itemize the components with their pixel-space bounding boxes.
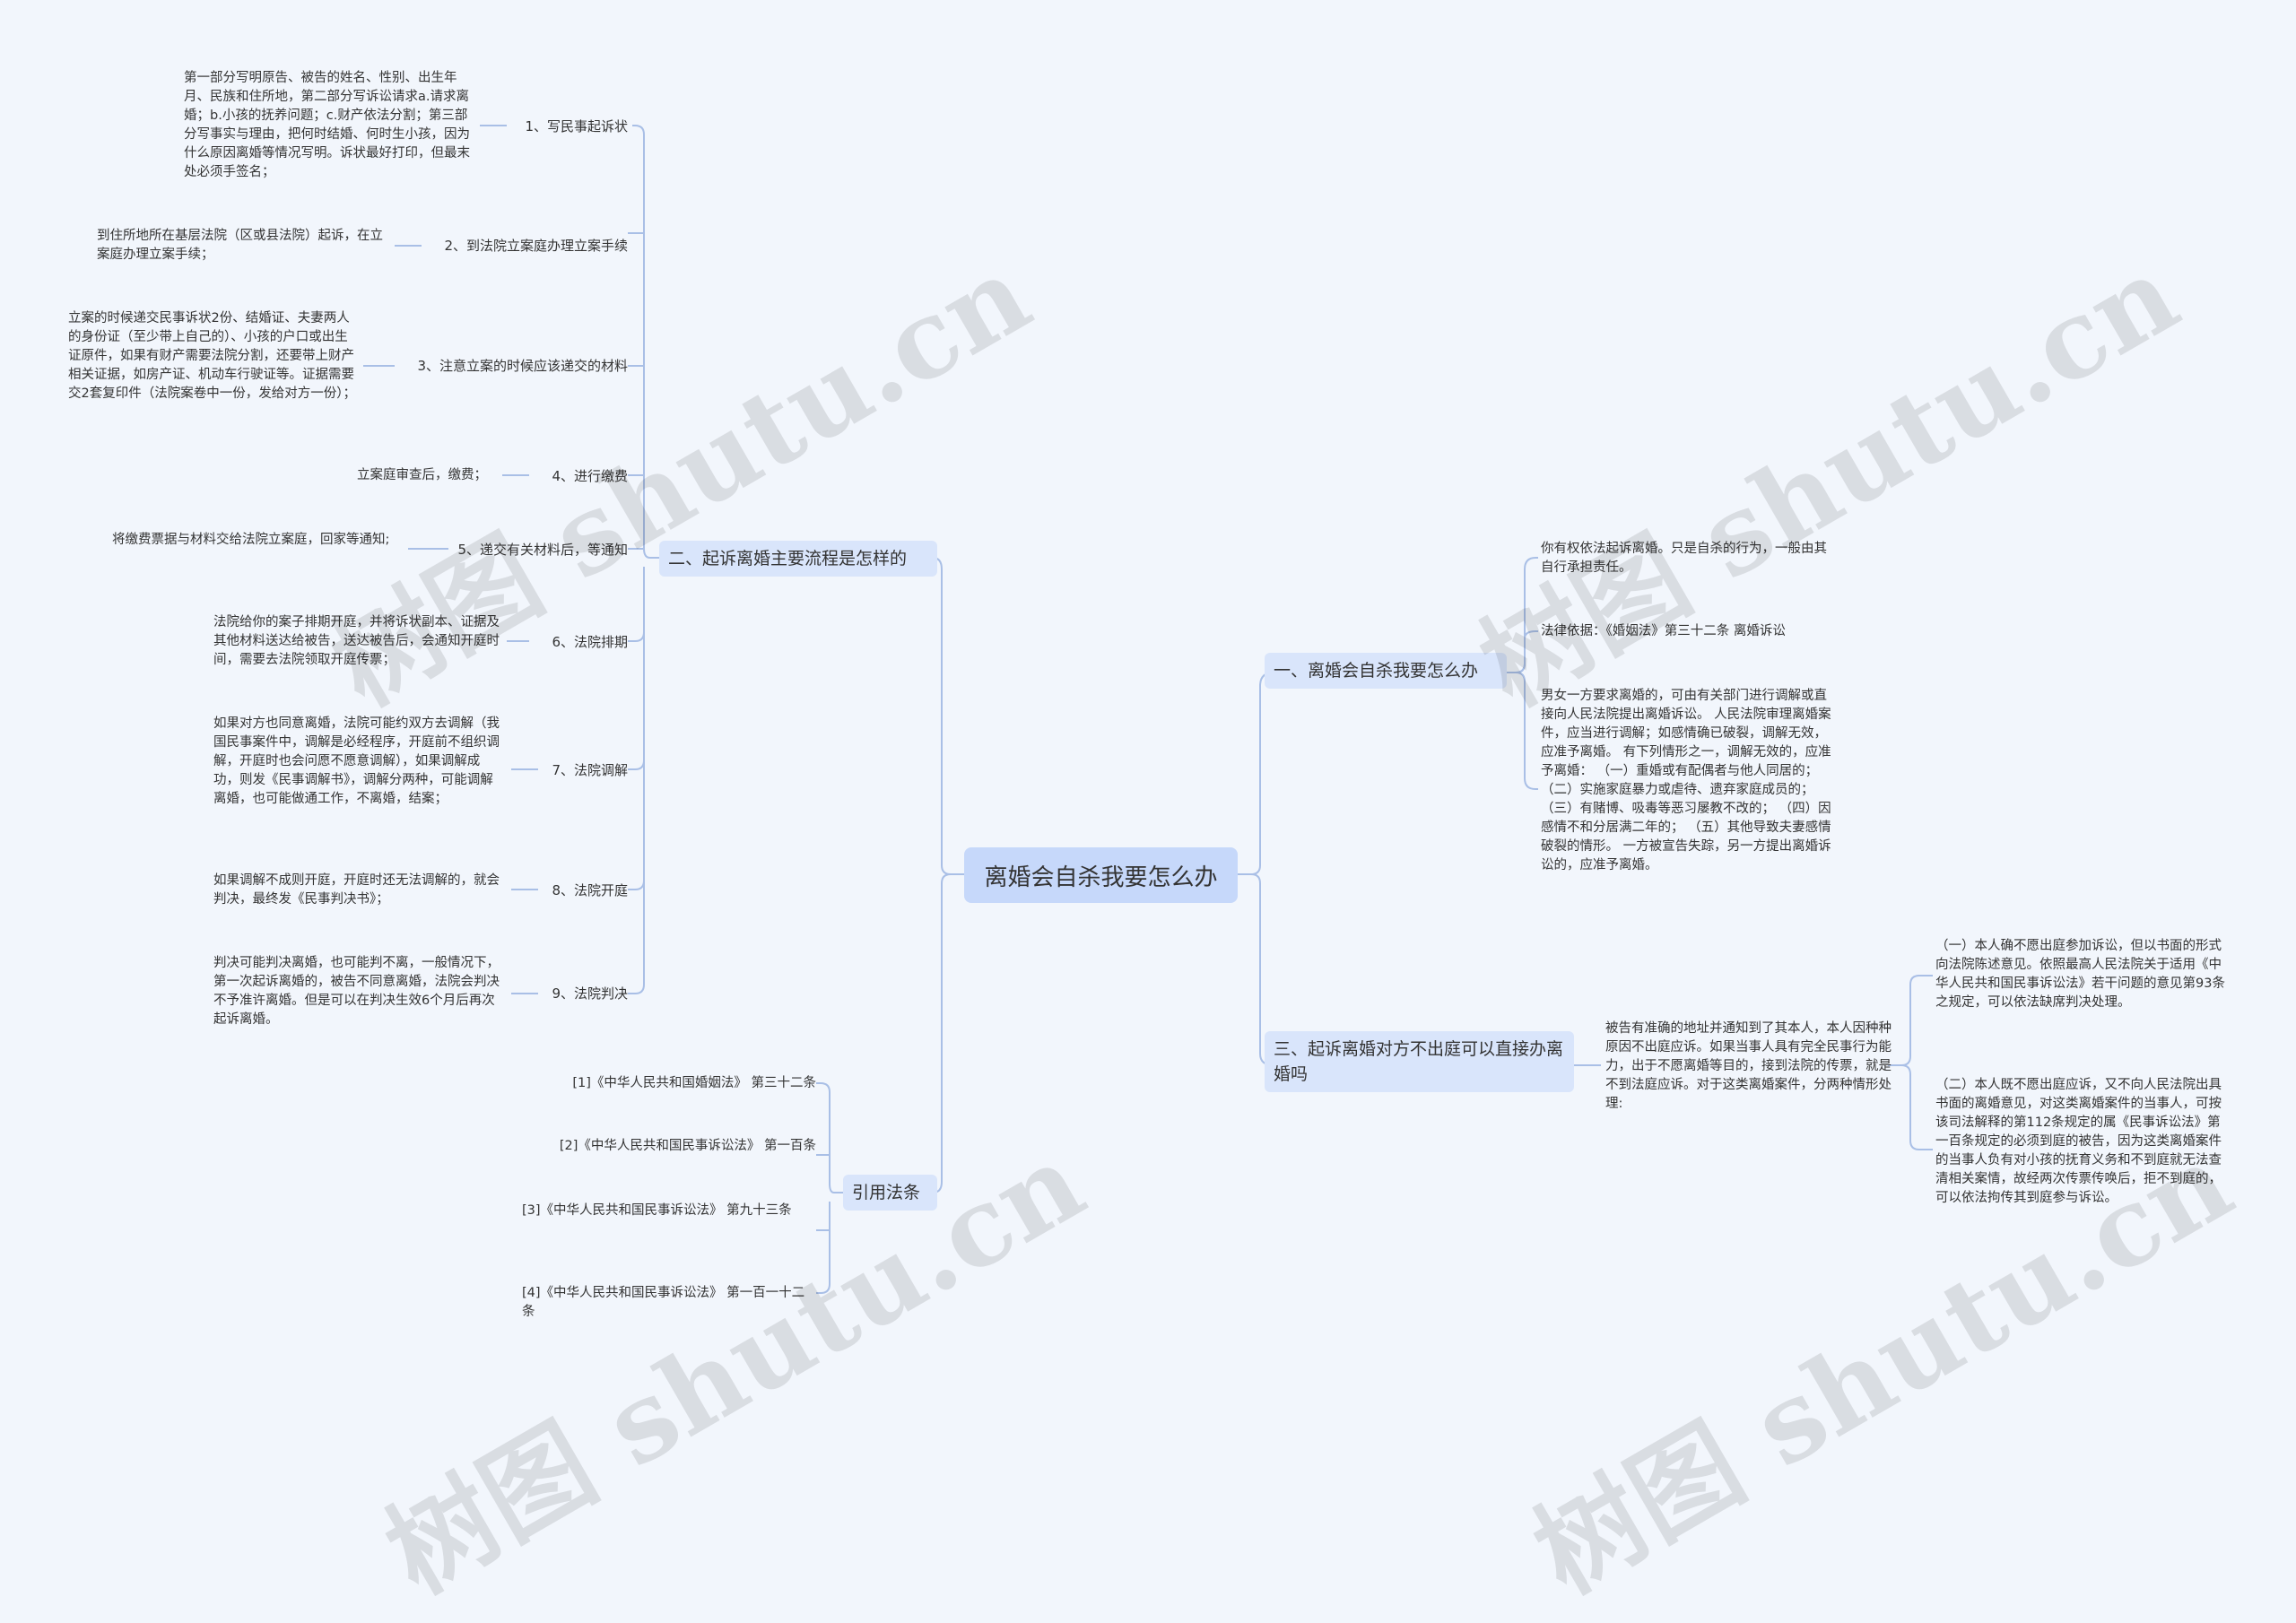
step-3-label[interactable]: 3、注意立案的时候应该递交的材料 (417, 358, 628, 374)
branch-absent-defendant[interactable]: 三、起诉离婚对方不出庭可以直接办离婚吗 (1265, 1031, 1574, 1092)
branch-divorce-procedure[interactable]: 二、起诉离婚主要流程是怎样的 (659, 541, 937, 577)
b1-text-article: 男女一方要求离婚的，可由有关部门进行调解或直接向人民法院提出离婚诉讼。 人民法院… (1541, 689, 1831, 872)
law-ref-4: [4]《中华人民共和国民事诉讼法》 第一百一十二条 (522, 1286, 805, 1319)
law-ref-2: [2]《中华人民共和国民事诉讼法》 第一百条 (559, 1139, 816, 1153)
step-5-text: 将缴费票据与材料交给法院立案庭，回家等通知; (112, 533, 390, 547)
root-topic[interactable]: 离婚会自杀我要怎么办 (964, 847, 1238, 903)
step-8-label[interactable]: 8、法院开庭 (552, 882, 628, 898)
step-9-text: 判决可能判决离婚，也可能判不离，一般情况下，第一次起诉离婚的，被告不同意离婚，法… (213, 956, 500, 1027)
law-ref-3: [3]《中华人民共和国民事诉讼法》 第九十三条 (522, 1203, 792, 1218)
step-1-label[interactable]: 1、写民事起诉状 (525, 118, 628, 135)
step-2-label[interactable]: 2、到法院立案庭办理立案手续 (444, 238, 628, 254)
step-3-text: 立案的时候递交民事诉状2份、结婚证、夫妻两人的身份证（至少带上自己的）、小孩的户… (68, 311, 356, 401)
branch-divorce-suicide[interactable]: 一、离婚会自杀我要怎么办 (1265, 653, 1507, 689)
step-6-text: 法院给你的案子排期开庭，并将诉状副本、证据及其他材料送达给被告，送达被告后，会通… (213, 615, 500, 667)
step-2-text: 到住所地所在基层法院（区或县法院）起诉，在立案庭办理立案手续； (97, 229, 383, 262)
b3-text: 被告有准确的地址并通知到了其本人，本人因种种原因不出庭应诉。如果当事人具有完全民… (1605, 1021, 1892, 1111)
connector-lines (363, 125, 1933, 1294)
step-7-text: 如果对方也同意离婚，法院可能约双方去调解（我国民事案件中，调解是必经程序，开庭前… (213, 716, 500, 806)
mindmap-canvas: 离婚会自杀我要怎么办 一、离婚会自杀我要怎么办 你有权依法起诉离婚。只是自杀的行… (68, 71, 2252, 1618)
step-8-text: 如果调解不成则开庭，开庭时还无法调解的，就会判决，最终发《民事判决书》； (213, 873, 500, 907)
step-7-label[interactable]: 7、法院调解 (552, 762, 628, 778)
b3-sub-1: （一）本人确不愿出庭参加诉讼，但以书面的形式向法院陈述意见。依照最高人民法院关于… (1935, 939, 2225, 1010)
b1-text-legal-basis: 法律依据：《婚姻法》第三十二条 离婚诉讼 (1541, 624, 1786, 638)
step-6-label[interactable]: 6、法院排期 (552, 634, 628, 650)
step-1-text: 第一部分写明原告、被告的姓名、性别、出生年月、民族和住所地，第二部分写诉讼请求a… (184, 71, 470, 179)
branch-cited-laws[interactable]: 引用法条 (843, 1175, 937, 1211)
b3-sub-2: （二）本人既不愿出庭应诉，又不向人民法院出具书面的离婚意见，对这类离婚案件的当事… (1935, 1078, 2222, 1205)
step-5-label[interactable]: 5、递交有关材料后，等通知 (457, 542, 628, 558)
law-ref-1: [1]《中华人民共和国婚姻法》 第三十二条 (572, 1076, 816, 1090)
step-4-text: 立案庭审查后，缴费； (357, 468, 487, 482)
step-9-label[interactable]: 9、法院判决 (552, 985, 628, 1002)
b1-text-right: 你有权依法起诉离婚。只是自杀的行为，一般由其自行承担责任。 (1541, 542, 1827, 575)
step-4-label[interactable]: 4、进行缴费 (552, 468, 628, 484)
